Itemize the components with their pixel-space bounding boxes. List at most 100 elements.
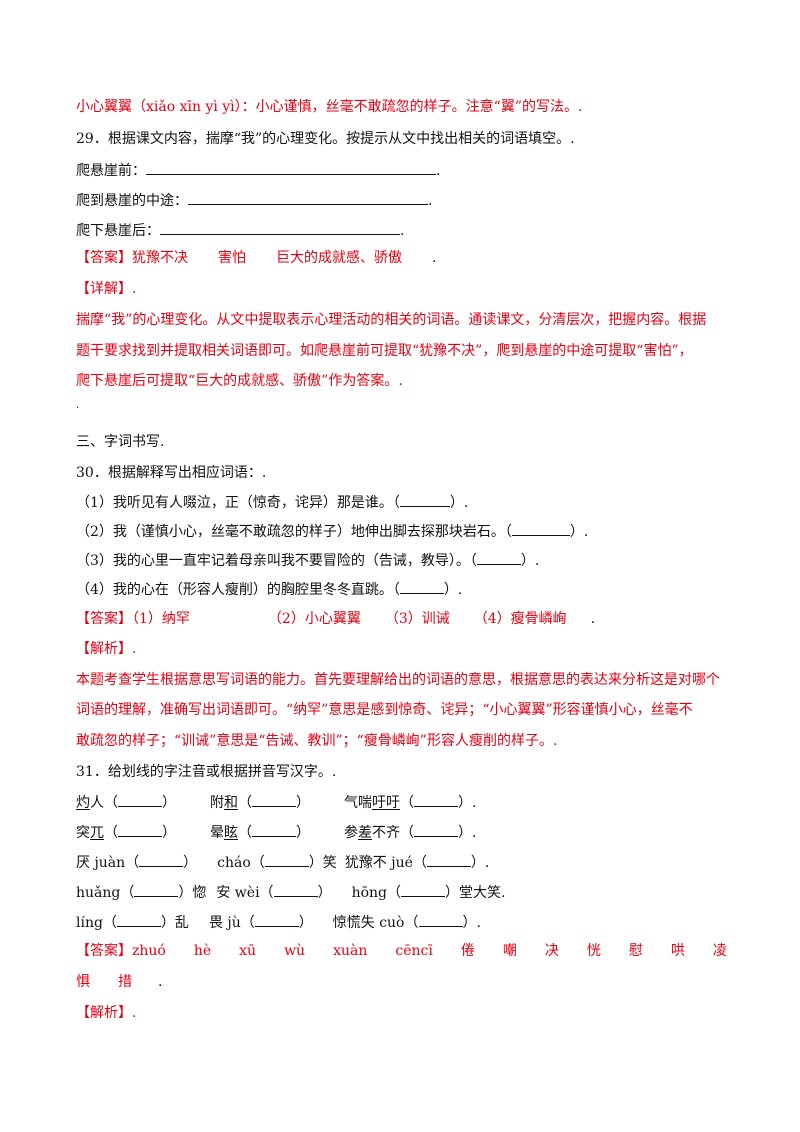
row-text: 畏 jù（ [208, 915, 255, 931]
fill-blank [414, 792, 458, 807]
answer-item: 决 [544, 943, 559, 959]
analysis-text: 敢疏忽的样子；“训诫”意思是“告诫、教训”；“瘦骨嶙峋”形容人瘦削的样子。. [76, 733, 558, 749]
row-text: ） [162, 825, 176, 841]
dot-mark: . [76, 400, 80, 411]
section-heading: 三、字词书写. [76, 434, 165, 450]
answer-31-cont: 惧措. [76, 972, 162, 992]
word-note: 小心翼翼（xiǎo xīn yì yì）：小心谨慎，丝毫不敢疏忽的样子。注意“翼… [76, 99, 583, 115]
answer-29: 【答案】犹豫不决害怕巨大的成就感、骄傲. [76, 250, 437, 266]
fill-blank [252, 792, 296, 807]
answer-item: zhuó [132, 943, 166, 959]
answer-item: 害怕 [218, 250, 246, 266]
underlined-char: 和 [224, 795, 238, 811]
fill-blank [399, 579, 444, 594]
answer-item: 惧 [76, 974, 90, 990]
answer-item: 嘲 [502, 943, 517, 959]
row-text: 犹豫不 jué（ [344, 855, 427, 871]
fill-blank [188, 190, 428, 205]
answer-item: 慰 [628, 943, 643, 959]
q30-item-2: （2）我（谨慎小心，丝毫不敢疏忽的样子）地伸出脚去探那块岩石。（）. [76, 521, 588, 542]
fill-blank [399, 492, 450, 507]
q31-row-1: 灼人（）附和（）气喘吁吁（）. [76, 792, 476, 813]
underlined-char: 灼 [76, 795, 90, 811]
fill-blank [511, 521, 570, 536]
explain-text: 爬下悬崖后可提取“巨大的成就感、骄傲”作为答案。. [76, 373, 403, 389]
underlined-char: 吁吁 [372, 795, 400, 811]
row-text: 参 [344, 825, 358, 841]
answer-item: wù [284, 943, 306, 959]
explain-tag: 【详解】. [76, 281, 137, 297]
item-text: （3）我的心里一直牢记着母亲叫我不要冒险的（告诫，教导）。（ [76, 553, 477, 569]
answer-tag: 【答案】 [76, 943, 132, 959]
row-text: hōng（ [351, 885, 401, 901]
label-after: 爬下悬崖后： [76, 223, 160, 239]
answer-item: xuàn [333, 943, 368, 959]
question-30: 30．根据解释写出相应词语：. [76, 465, 267, 481]
row-text: 惊慌失 cuò（ [332, 915, 419, 931]
fill-blank [118, 822, 162, 837]
answer-item: 恍 [586, 943, 601, 959]
row-text: ） [183, 855, 198, 871]
label-middle: 爬到悬崖的中途： [76, 193, 188, 209]
row-text: 人（ [90, 795, 118, 811]
row-text: （ [400, 795, 414, 811]
explain-text: 题干要求找到并提取相关词语即可。如爬悬崖前可提取“犹豫不决”，爬到悬崖的中途可提… [76, 343, 693, 359]
row-text: ）惚 [178, 885, 207, 901]
row-text: ）. [458, 795, 477, 811]
row-text: 晕 [210, 825, 224, 841]
row-text: （ [238, 795, 252, 811]
row-text: cháo（ [217, 855, 265, 871]
analysis-text: 词语的理解，准确写出词语即可。“纳罕”意思是感到惊奇、诧异；“小心翼翼”形容谨慎… [76, 702, 693, 718]
row-text: ）乱 [160, 915, 189, 931]
underlined-char: 眩 [224, 825, 238, 841]
underlined-char: 差 [358, 825, 372, 841]
row-text: 不齐（ [372, 825, 414, 841]
dot-mark: . [158, 974, 163, 990]
answer-item: 犹豫不决 [132, 250, 188, 266]
analysis-text: 本题考查学生根据意思写词语的能力。首先要理解给出的词语的意思，根据意思的表达来分… [76, 672, 720, 688]
fill-blank [414, 822, 458, 837]
row-text: ）. [470, 855, 490, 871]
fill-blank [418, 912, 463, 927]
close-paren: ）. [569, 524, 589, 540]
fill-blank [146, 160, 436, 175]
close-paren: ）. [449, 495, 469, 511]
answer-item: 凌 [712, 943, 727, 959]
fill-blank [116, 912, 161, 927]
row-text: （ [238, 825, 252, 841]
q31-row-3: 厌 juàn（）cháo（）笑犹豫不 jué（）. [76, 852, 489, 873]
row-text: 厌 juàn（ [76, 855, 140, 871]
blank-line-before: 爬悬崖前：. [76, 160, 440, 181]
row-text: ） [296, 825, 310, 841]
answer-item: cēncī [395, 943, 433, 959]
question-29: 29．根据课文内容，揣摩“我”的心理变化。按提示从文中找出相关的词语填空。. [76, 131, 575, 147]
fill-blank [139, 852, 184, 867]
row-text: 附 [210, 795, 224, 811]
q30-item-1: （1）我听见有人啜泣，正（惊奇，诧异）那是谁。（）. [76, 492, 468, 513]
answer-item: 巨大的成就感、骄傲 [276, 250, 402, 266]
fill-blank [118, 792, 162, 807]
answer-item: （1）纳罕 [132, 611, 190, 627]
fill-blank [426, 852, 471, 867]
question-31: 31．给划线的字注音或根据拼音写汉字。. [76, 764, 337, 780]
row-text: líng（ [76, 915, 117, 931]
row-text: ） [296, 795, 310, 811]
label-before: 爬悬崖前： [76, 163, 146, 179]
item-text: （4）我的心在（形容人瘦削）的胸腔里冬冬直跳。（ [76, 582, 400, 598]
blank-line-middle: 爬到悬崖的中途：. [76, 190, 432, 211]
row-text: ） [298, 915, 313, 931]
answer-item: （3）训诫 [384, 611, 450, 627]
row-text: ）堂大笑. [445, 885, 506, 901]
fill-blank [252, 822, 296, 837]
row-text: ） [317, 885, 332, 901]
q31-row-5: líng（）乱畏 jù（）惊慌失 cuò（）. [76, 912, 481, 933]
row-text: 安 wèi（ [216, 885, 274, 901]
answer-30: 【答案】（1）纳罕（2）小心翼翼（3）训诫（4）瘦骨嶙峋. [76, 611, 596, 627]
explain-text: 揣摩“我”的心理变化。从文中提取表示心理活动的相关的词语。通读课文，分清层次，把… [76, 312, 707, 328]
answer-tag: 【答案】 [76, 611, 132, 627]
answer-item: （2）小心翼翼 [267, 611, 361, 627]
row-text: huǎng（ [76, 885, 135, 901]
analysis-tag-31: 【解析】. [76, 1005, 137, 1021]
row-text: ）. [458, 825, 477, 841]
close-paren: ）. [520, 553, 540, 569]
